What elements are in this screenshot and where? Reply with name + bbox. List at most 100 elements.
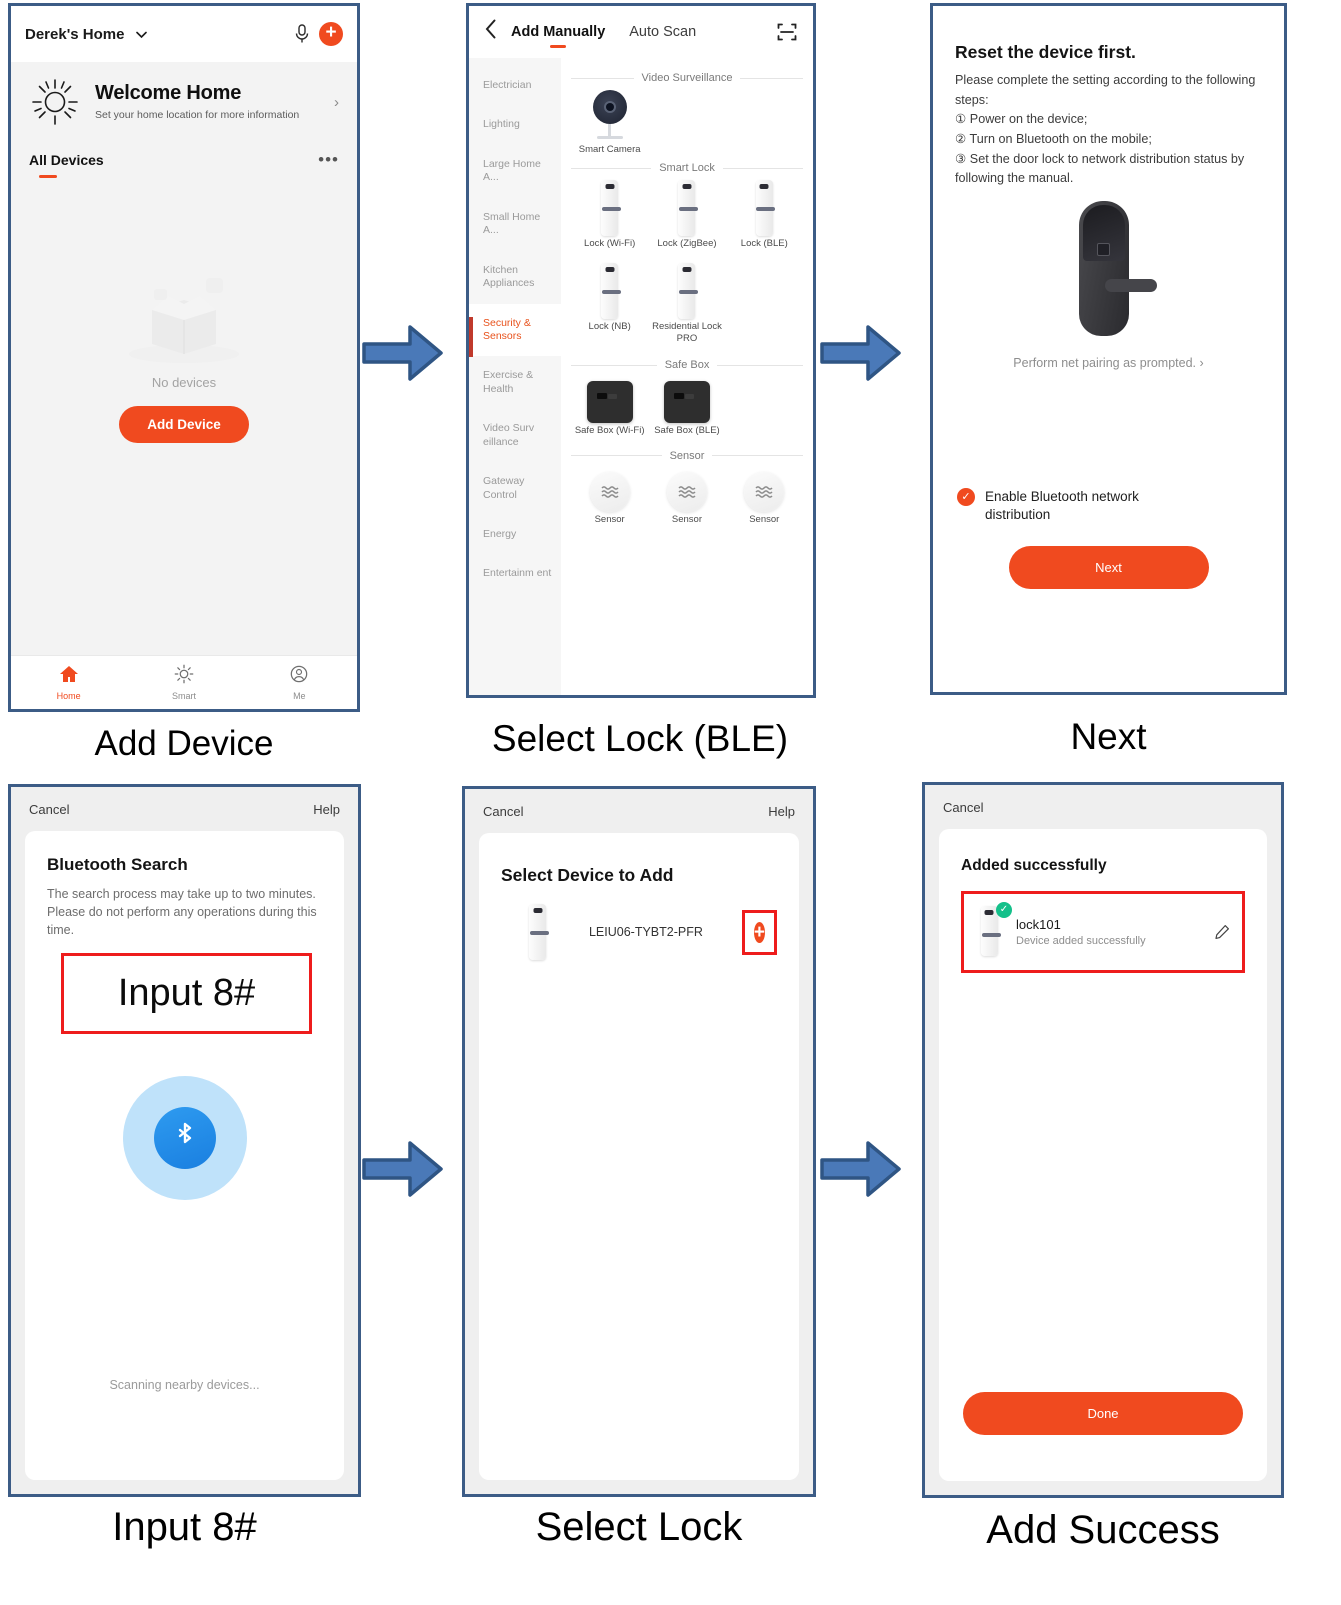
welcome-card[interactable]: Welcome Home Set your home location for … <box>11 62 357 128</box>
lock-icon <box>675 180 699 237</box>
device-tile-safe-box-ble[interactable]: Safe Box (BLE) <box>648 377 725 437</box>
device-label: Lock (ZigBee) <box>657 238 717 250</box>
device-tile-sensor-3[interactable]: Sensor <box>726 468 803 526</box>
select-device-card: Select Device to Add LEIU06-TYBT2-PFR + <box>479 833 799 1480</box>
scan-frame-icon[interactable] <box>777 22 797 42</box>
add-device-highlight-box: + <box>741 909 777 955</box>
bluetooth-icon <box>153 1107 216 1170</box>
device-tile-lock-zigbee[interactable]: Lock (ZigBee) <box>648 176 725 250</box>
sensor-icon <box>666 471 707 512</box>
all-devices-header: All Devices ••• <box>11 128 357 170</box>
section-title: Safe Box <box>664 359 710 372</box>
section-title: Sensor <box>669 449 705 462</box>
device-tile-lock-ble[interactable]: Lock (BLE) <box>726 176 803 250</box>
device-tile-empty <box>648 86 725 156</box>
device-label: Sensor <box>749 513 780 525</box>
safe-box-icon <box>586 381 633 424</box>
reset-instructions: Please complete the setting according to… <box>955 73 1256 186</box>
checkbox-checked-icon[interactable]: ✓ <box>957 487 975 506</box>
nav-label-me: Me <box>293 691 306 701</box>
add-device-plus-icon[interactable]: + <box>319 22 343 46</box>
nav-item-smart[interactable]: Smart <box>126 664 241 701</box>
tab-all-devices[interactable]: All Devices <box>29 152 104 168</box>
pencil-icon[interactable] <box>1214 924 1230 940</box>
bottom-nav: Home Smart Me <box>11 655 357 709</box>
home-name-label[interactable]: Derek's Home <box>25 25 125 43</box>
bluetooth-search-card: Bluetooth Search The search process may … <box>25 831 344 1480</box>
mic-icon[interactable] <box>293 23 311 45</box>
add-device-button[interactable]: Add Device <box>119 406 249 443</box>
sidebar-item-small-home-appliances[interactable]: Small Home A... <box>483 210 541 237</box>
nav-item-home[interactable]: Home <box>11 664 126 701</box>
chevron-down-icon[interactable] <box>136 27 148 42</box>
sidebar-item-energy[interactable]: Energy <box>483 528 517 540</box>
chevron-right-icon[interactable]: › <box>334 93 339 111</box>
cancel-button[interactable]: Cancel <box>483 803 524 819</box>
section-header-smart-lock: Smart Lock <box>571 162 804 175</box>
sidebar-item-electrician[interactable]: Electrician <box>483 79 532 91</box>
section-title: Smart Lock <box>659 162 715 175</box>
enable-bluetooth-checkbox-row[interactable]: ✓ Enable Bluetooth network distribution <box>957 487 1284 524</box>
help-button[interactable]: Help <box>313 801 340 817</box>
added-device-highlight-box[interactable]: ✓ lock101 Device added successfully <box>961 891 1245 973</box>
cancel-button[interactable]: Cancel <box>943 799 984 815</box>
home-topbar: Derek's Home + <box>11 6 357 62</box>
sidebar-item-entertainment[interactable]: Entertainm ent <box>483 567 552 580</box>
device-tile-sensor-1[interactable]: Sensor <box>571 468 648 526</box>
safe-box-icon <box>663 381 710 424</box>
device-name-label: LEIU06-TYBT2-PFR <box>588 925 703 939</box>
home-icon <box>59 666 78 682</box>
section-header-video-surveillance: Video Surveillance <box>571 72 804 84</box>
help-button[interactable]: Help <box>768 803 795 819</box>
bluetooth-pulse-ring <box>122 1076 247 1201</box>
back-icon[interactable] <box>485 19 511 45</box>
device-tile-sensor-2[interactable]: Sensor <box>648 468 725 526</box>
sidebar-item-video-surveillance[interactable]: Video Surv eillance <box>483 422 535 448</box>
device-list-item[interactable]: LEIU06-TYBT2-PFR + <box>501 904 777 960</box>
arrow-addmanually-to-reset <box>820 322 902 389</box>
sidebar-item-kitchen-appliances[interactable]: Kitchen Appliances <box>483 263 535 290</box>
person-icon <box>291 665 308 683</box>
sidebar-item-large-home-appliances[interactable]: Large Home A... <box>483 157 541 184</box>
bluetooth-search-topbar: Cancel Help <box>11 787 358 831</box>
sidebar-item-security-and-sensors[interactable]: Security & Sensors <box>469 303 561 357</box>
net-pairing-hint[interactable]: Perform net pairing as prompted. › <box>955 356 1262 370</box>
phone-screen-add-success: Cancel Added successfully ✓ lock101 Devi… <box>922 782 1284 1498</box>
net-pairing-hint-label: Perform net pairing as prompted. <box>1013 355 1197 370</box>
phone-screen-bluetooth-search: Cancel Help Bluetooth Search The search … <box>8 784 361 1497</box>
chevron-right-icon: › <box>1199 355 1204 370</box>
caption-add-device: Add Device <box>94 724 274 763</box>
add-success-topbar: Cancel <box>925 785 1281 829</box>
next-button[interactable]: Next <box>1008 546 1209 590</box>
arrow-bluetooth-to-selectdevice <box>362 1138 444 1205</box>
add-device-plus-icon[interactable]: + <box>753 921 765 943</box>
device-catalog: Video Surveillance Smart Camera <box>561 58 813 695</box>
tab-auto-scan[interactable]: Auto Scan <box>629 24 697 40</box>
divider <box>571 167 652 169</box>
cancel-button[interactable]: Cancel <box>29 801 70 817</box>
caption-input-8: Input 8# <box>112 1505 257 1549</box>
arrow-home-to-addmanually <box>362 322 444 389</box>
device-tile-lock-wifi[interactable]: Lock (Wi-Fi) <box>571 176 648 250</box>
sidebar-item-exercise-and-health[interactable]: Exercise & Health <box>483 369 534 395</box>
sidebar-item-lighting[interactable]: Lighting <box>483 118 520 131</box>
done-button[interactable]: Done <box>963 1392 1243 1435</box>
device-grid: Lock (Wi-Fi) Lock (ZigBee) Lock (BLE) <box>571 176 803 250</box>
arrow-selectdevice-to-success <box>820 1138 902 1205</box>
section-header-safe-box: Safe Box <box>571 359 804 372</box>
category-sidebar[interactable]: Electrician Lighting Large Home A... Sma… <box>469 58 561 695</box>
device-tile-lock-nb[interactable]: Lock (NB) <box>571 259 648 346</box>
nav-item-me[interactable]: Me <box>242 664 357 701</box>
device-tile-safe-box-wifi[interactable]: Safe Box (Wi-Fi) <box>571 377 648 437</box>
checkbox-label: Enable Bluetooth network distribution <box>985 488 1139 523</box>
empty-state: No devices Add Device <box>11 256 357 443</box>
device-tile-residential-lock-pro[interactable]: Residential Lock PRO <box>648 259 725 346</box>
sidebar-item-gateway-control[interactable]: Gateway Control <box>483 475 525 501</box>
more-options-icon[interactable]: ••• <box>318 150 339 169</box>
bluetooth-search-title: Bluetooth Search <box>47 855 188 874</box>
lock-icon <box>752 180 776 237</box>
divider <box>712 455 804 457</box>
device-tile-smart-camera[interactable]: Smart Camera <box>571 86 648 156</box>
phone-screen-reset-device: Reset the device first. Please complete … <box>930 3 1287 695</box>
tab-add-manually[interactable]: Add Manually <box>511 24 606 40</box>
